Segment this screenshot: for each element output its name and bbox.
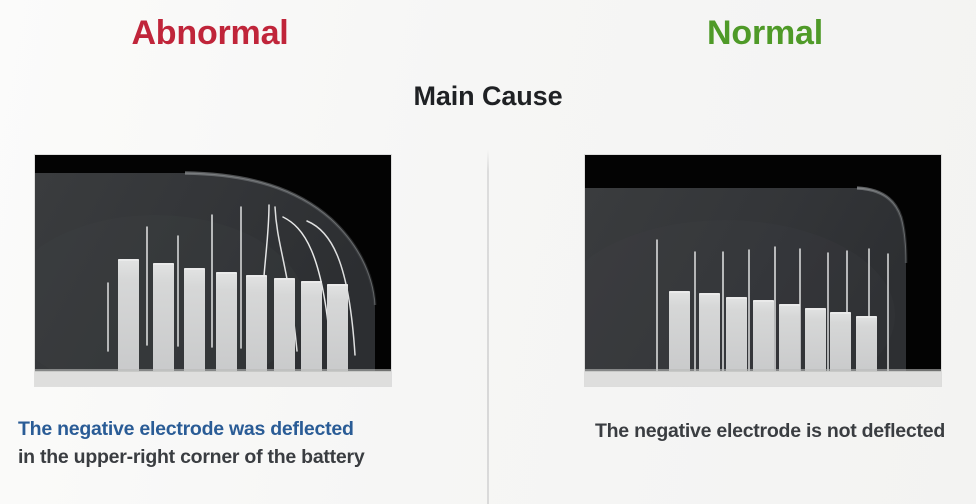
abnormal-caption-line2: in the upper-right corner of the battery <box>18 445 365 468</box>
normal-xray-graphic <box>585 155 941 386</box>
normal-caption: The negative electrode is not deflected <box>570 418 970 446</box>
abnormal-label: Abnormal <box>131 14 289 52</box>
abnormal-caption: The negative electrode was deflected in … <box>18 416 448 471</box>
normal-caption-line1: The negative electrode is not deflected <box>594 420 945 442</box>
normal-label: Normal <box>707 14 823 52</box>
abnormal-xray-graphic <box>35 155 391 386</box>
page-title: Main Cause <box>413 81 563 111</box>
abnormal-caption-line1: The negative electrode was deflected <box>18 418 354 440</box>
vertical-divider <box>487 150 489 504</box>
normal-xray-image <box>585 155 941 386</box>
abnormal-xray-image <box>35 155 391 386</box>
